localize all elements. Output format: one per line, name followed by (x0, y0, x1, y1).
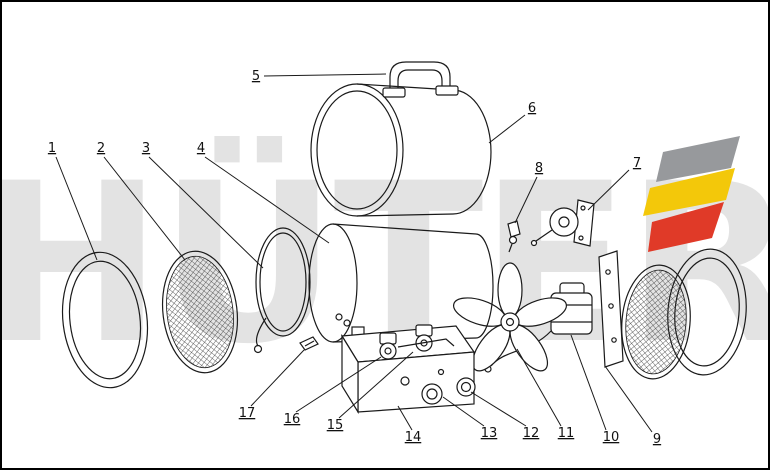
leader-line-7 (587, 169, 630, 211)
part-label-5: 5 (252, 69, 260, 84)
part-label-1: 1 (48, 141, 56, 156)
base-bracket (397, 338, 455, 348)
part-label-13: 13 (481, 426, 498, 441)
rear-grille (621, 264, 691, 380)
part-label-15: 15 (327, 418, 344, 433)
valve-assembly-left (379, 332, 397, 360)
leader-line-16 (295, 356, 382, 413)
leader-lines (55, 73, 653, 433)
front-ring (61, 251, 149, 389)
leader-line-3 (148, 156, 264, 269)
clamp-ring (253, 227, 311, 354)
part-label-9: 9 (653, 432, 661, 447)
part-label-16: 16 (284, 412, 301, 427)
leader-line-11 (516, 348, 562, 427)
base-box (340, 325, 476, 415)
part-label-2: 2 (97, 141, 105, 156)
logo-stripe-yellow (643, 168, 735, 216)
part-label-4: 4 (197, 141, 205, 156)
control-knobs (421, 377, 476, 405)
leader-line-5 (263, 73, 387, 77)
valve-assembly-right (415, 324, 433, 352)
leader-line-2 (103, 156, 186, 261)
leader-line-9 (604, 365, 653, 433)
leader-line-8 (514, 176, 538, 224)
part-label-3: 3 (142, 141, 150, 156)
leader-line-14 (397, 405, 413, 431)
handle (382, 61, 459, 98)
part-label-17: 17 (239, 406, 256, 421)
fan (453, 262, 567, 372)
brand-flag-logo (643, 136, 740, 252)
leader-line-12 (470, 391, 527, 427)
part-label-7: 7 (633, 156, 641, 171)
logo-stripe-gray (656, 136, 740, 182)
leader-line-17 (250, 349, 305, 407)
leader-line-6 (488, 114, 526, 144)
bracket-plate (598, 250, 624, 368)
logo-stripe-red (648, 202, 724, 252)
part-labels: 1 2 3 4 5 6 7 8 9 10 11 12 13 14 15 16 1… (48, 69, 661, 447)
cord-clip (299, 336, 319, 351)
part-label-10: 10 (603, 430, 620, 445)
leader-line-13 (442, 396, 485, 427)
part-label-11: 11 (558, 426, 575, 441)
front-grille (161, 250, 239, 374)
leader-line-15 (338, 351, 414, 419)
leader-line-4 (204, 156, 330, 244)
part-label-6: 6 (528, 101, 536, 116)
leader-line-1 (55, 156, 98, 261)
thermostat-assembly (530, 199, 595, 247)
leader-line-10 (570, 334, 607, 431)
part-label-8: 8 (535, 161, 543, 176)
outer-shell (310, 83, 492, 217)
screw-part (507, 220, 521, 253)
part-label-14: 14 (405, 430, 422, 445)
part-label-12: 12 (523, 426, 540, 441)
